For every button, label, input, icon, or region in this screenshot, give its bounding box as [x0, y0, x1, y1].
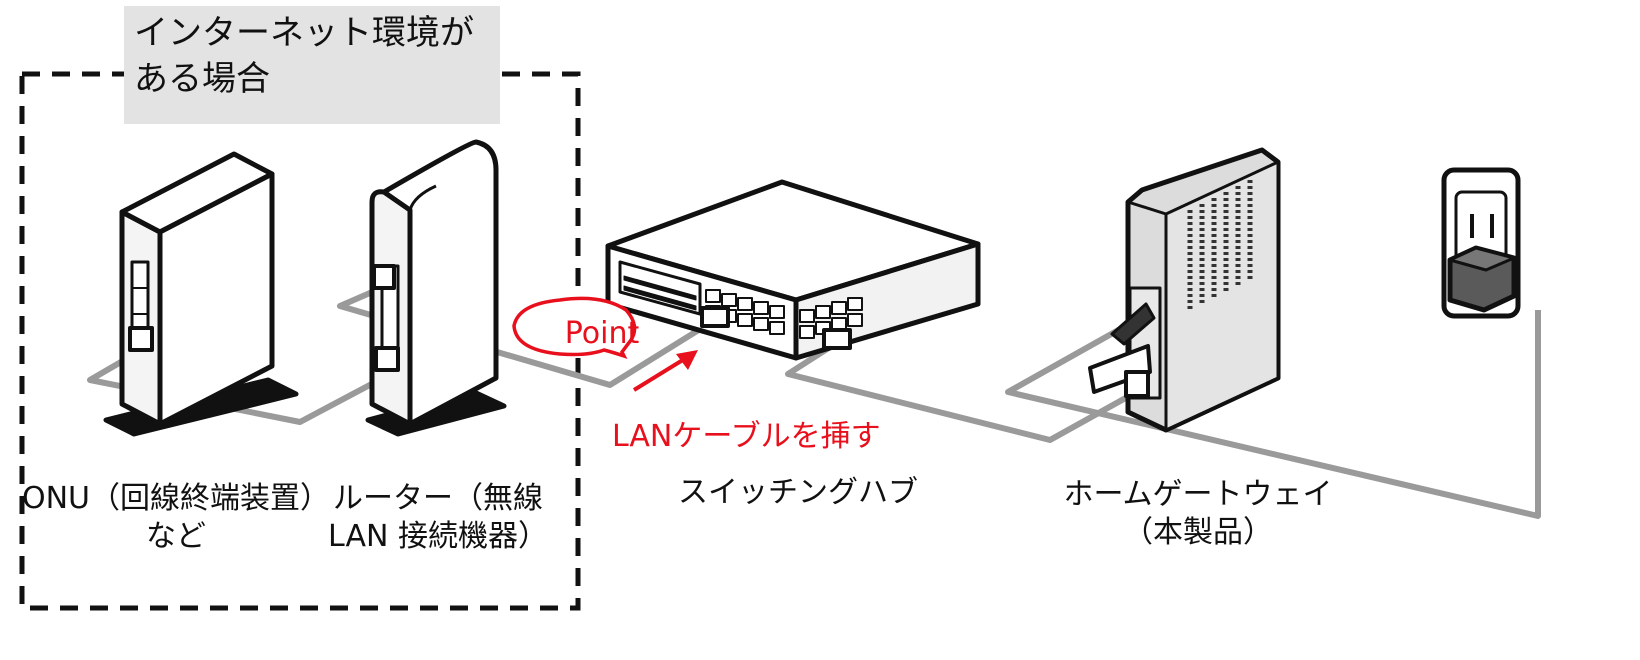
- group-title-line1: インターネット環境が: [134, 13, 474, 53]
- switch-slot-2: [623, 285, 697, 311]
- callout-arrow-head: [676, 350, 698, 370]
- gateway-edge: [1127, 200, 1167, 216]
- point-callout-bubble: [512, 296, 637, 359]
- group-title-line2: ある場合: [134, 59, 270, 99]
- point-label: Point: [564, 316, 640, 351]
- gateway-label-line2: （本製品）: [1123, 515, 1273, 550]
- router-plug-upper: [372, 264, 396, 290]
- router-device: [365, 139, 507, 437]
- gateway-lan-plug: [1124, 370, 1150, 398]
- router-label-line1: ルーター（無線: [333, 481, 543, 516]
- gateway-power-plug: [1110, 302, 1156, 346]
- onu-device: [103, 151, 299, 437]
- cable-gateway-power: [1005, 310, 1541, 519]
- onu-label-line2: など: [146, 519, 206, 554]
- switch-slot-1: [623, 275, 697, 301]
- switch-device: [605, 179, 981, 361]
- callout-arrow-shaft: [632, 356, 688, 392]
- wall-outlet: [1441, 167, 1521, 319]
- gateway-device: [1088, 147, 1281, 433]
- router-body: [381, 139, 499, 427]
- router-plug-lower: [374, 346, 400, 372]
- gateway-vents: [1187, 180, 1253, 310]
- onu-label-line1: ONU（回線終端装置）: [21, 481, 331, 516]
- switch-plug-right: [822, 328, 852, 350]
- router-front-curve: [408, 184, 437, 211]
- group-title: インターネット環境が ある場合: [124, 6, 500, 124]
- switch-label: スイッチングハブ: [678, 475, 918, 510]
- router-label-line2: LAN 接続機器）: [328, 519, 548, 554]
- gateway-label-line1: ホームゲートウェイ: [1063, 477, 1333, 512]
- onu-plug: [128, 326, 154, 352]
- lan-cable-instruction: LANケーブルを挿す: [612, 419, 881, 454]
- switch-plug-left: [700, 306, 730, 328]
- power-adapter-top: [1448, 246, 1516, 272]
- onu-front: [157, 171, 275, 427]
